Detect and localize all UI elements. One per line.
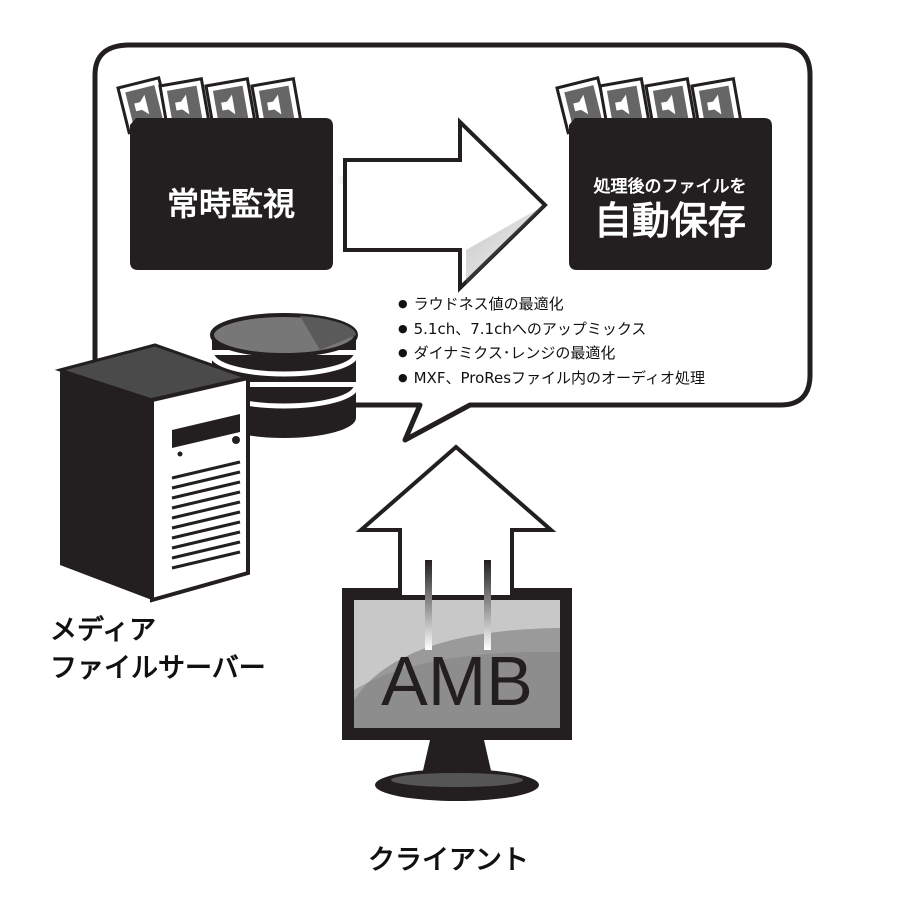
server-label: メディア ファイルサーバー [50,612,266,688]
client-monitor: AMB [342,588,572,801]
feature-list: ラウドネス値の最適化 5.1ch、7.1chへのアップミックス ダイナミクス･レ… [398,293,705,391]
flow-line-left [425,560,432,650]
save-folder: 処理後のファイルを 自動保存 [555,76,772,270]
flow-line-right [484,560,491,650]
server-label-line1: メディア [50,615,157,646]
save-title: 自動保存 [594,199,746,243]
server-label-line2: ファイルサーバー [50,653,266,684]
feature-item: MXF、ProResファイル内のオーディオ処理 [398,367,705,392]
save-subtitle: 処理後のファイルを [593,176,747,197]
amb-logo: AMB [381,642,533,720]
feature-item: ラウドネス値の最適化 [398,293,705,318]
monitor-folder: 常時監視 [116,76,333,270]
client-label: クライアント [368,845,529,876]
up-arrow [355,444,557,599]
feature-item: 5.1ch、7.1chへのアップミックス [398,318,705,343]
monitor-title: 常時監視 [167,185,295,223]
audio-file-icons [555,76,744,135]
feature-item: ダイナミクス･レンジの最適化 [398,342,705,367]
server-icon [54,343,254,603]
